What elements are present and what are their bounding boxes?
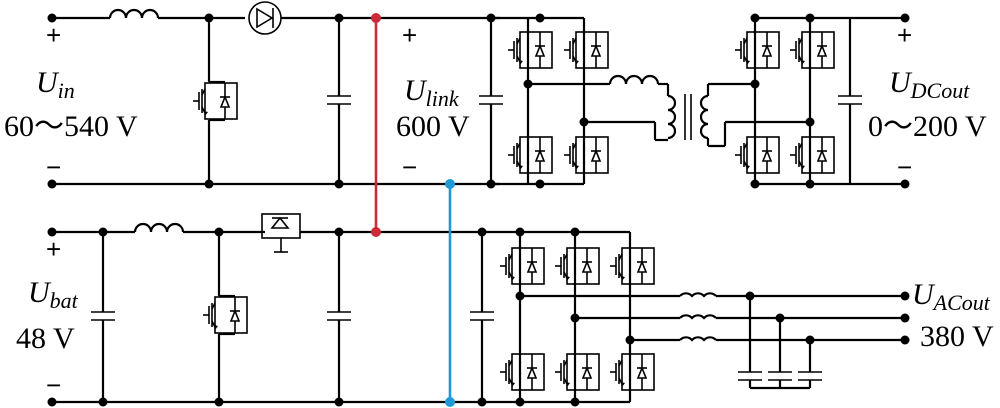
link-positive-node: [371, 13, 381, 23]
svg-text:0～200 V: 0～200 V: [868, 110, 987, 143]
boost-converter: [47, 1, 500, 189]
link-negative-node: [445, 179, 455, 189]
label-u-bat: Ubat 48 V: [16, 276, 79, 355]
link-positive-node: [371, 227, 381, 237]
svg-text:48 V: 48 V: [16, 322, 75, 355]
minus-sign: −: [46, 370, 61, 400]
link-capacitor-1: [326, 95, 352, 105]
boost-switch: [192, 82, 238, 120]
svg-text:60～540 V: 60～540 V: [4, 110, 138, 143]
three-phase-inverter: [469, 227, 910, 407]
plus-sign: +: [46, 234, 61, 264]
minus-sign: −: [402, 152, 417, 182]
label-u-in: Uin 60～540 V: [4, 66, 138, 143]
link-negative-node: [445, 397, 455, 407]
battery-converter: [47, 213, 482, 407]
svg-text:Ulink: Ulink: [404, 74, 460, 111]
dual-active-bridge: [478, 13, 910, 189]
plus-sign: +: [402, 20, 417, 50]
plus-sign: +: [897, 20, 912, 50]
svg-text:380 V: 380 V: [920, 320, 994, 353]
svg-text:Ubat: Ubat: [28, 276, 79, 313]
minus-sign: −: [897, 152, 912, 182]
input-inductor: [108, 8, 160, 19]
svg-text:Uin: Uin: [36, 66, 75, 103]
label-u-link: Ulink 600 V: [396, 74, 470, 143]
minus-sign: −: [46, 152, 61, 182]
label-u-dcout: UDCout 0～200 V: [868, 66, 987, 143]
svg-text:UDCout: UDCout: [889, 66, 970, 103]
label-u-acout: UACout 380 V: [912, 278, 994, 353]
thyristor-switch: [261, 213, 301, 253]
boost-diode: [248, 1, 282, 35]
plus-sign: +: [46, 20, 61, 50]
svg-text:600 V: 600 V: [396, 110, 470, 143]
svg-text:UACout: UACout: [912, 278, 991, 315]
